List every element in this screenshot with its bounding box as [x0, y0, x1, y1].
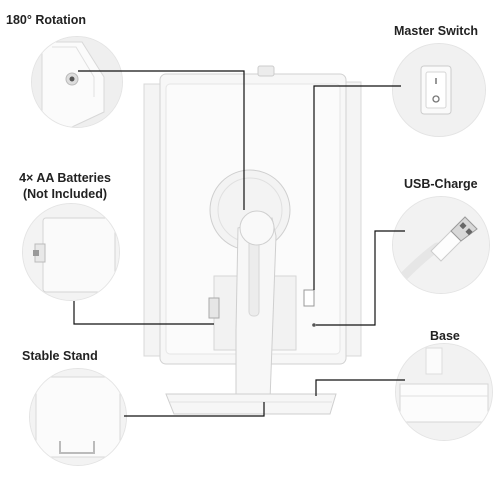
label-base: Base — [430, 329, 460, 343]
detail-circle-usb — [392, 196, 490, 294]
detail-circle-stable-stand — [29, 368, 127, 466]
label-batteries: 4× AA Batteries (Not Included) — [6, 170, 124, 202]
detail-circle-master-switch — [392, 43, 486, 137]
battery-compartment-image — [23, 204, 119, 300]
base-detail-image — [396, 344, 492, 440]
detail-circle-batteries — [22, 203, 120, 301]
usb-cable-image — [393, 197, 489, 293]
label-rotation: 180° Rotation — [6, 13, 87, 27]
label-batteries-line1: 4× AA Batteries — [19, 171, 111, 185]
leader-lines — [73, 70, 405, 417]
label-usb-charge: USB-Charge — [404, 177, 478, 191]
detail-circle-base — [395, 343, 493, 441]
label-stable-stand: Stable Stand — [22, 349, 98, 363]
switch-detail-image — [393, 44, 485, 136]
detail-circle-rotation — [31, 36, 123, 128]
label-batteries-line2: (Not Included) — [22, 187, 107, 201]
stand-detail-image — [30, 369, 126, 465]
label-master-switch: Master Switch — [394, 24, 479, 38]
hinge-detail-image — [32, 37, 122, 127]
